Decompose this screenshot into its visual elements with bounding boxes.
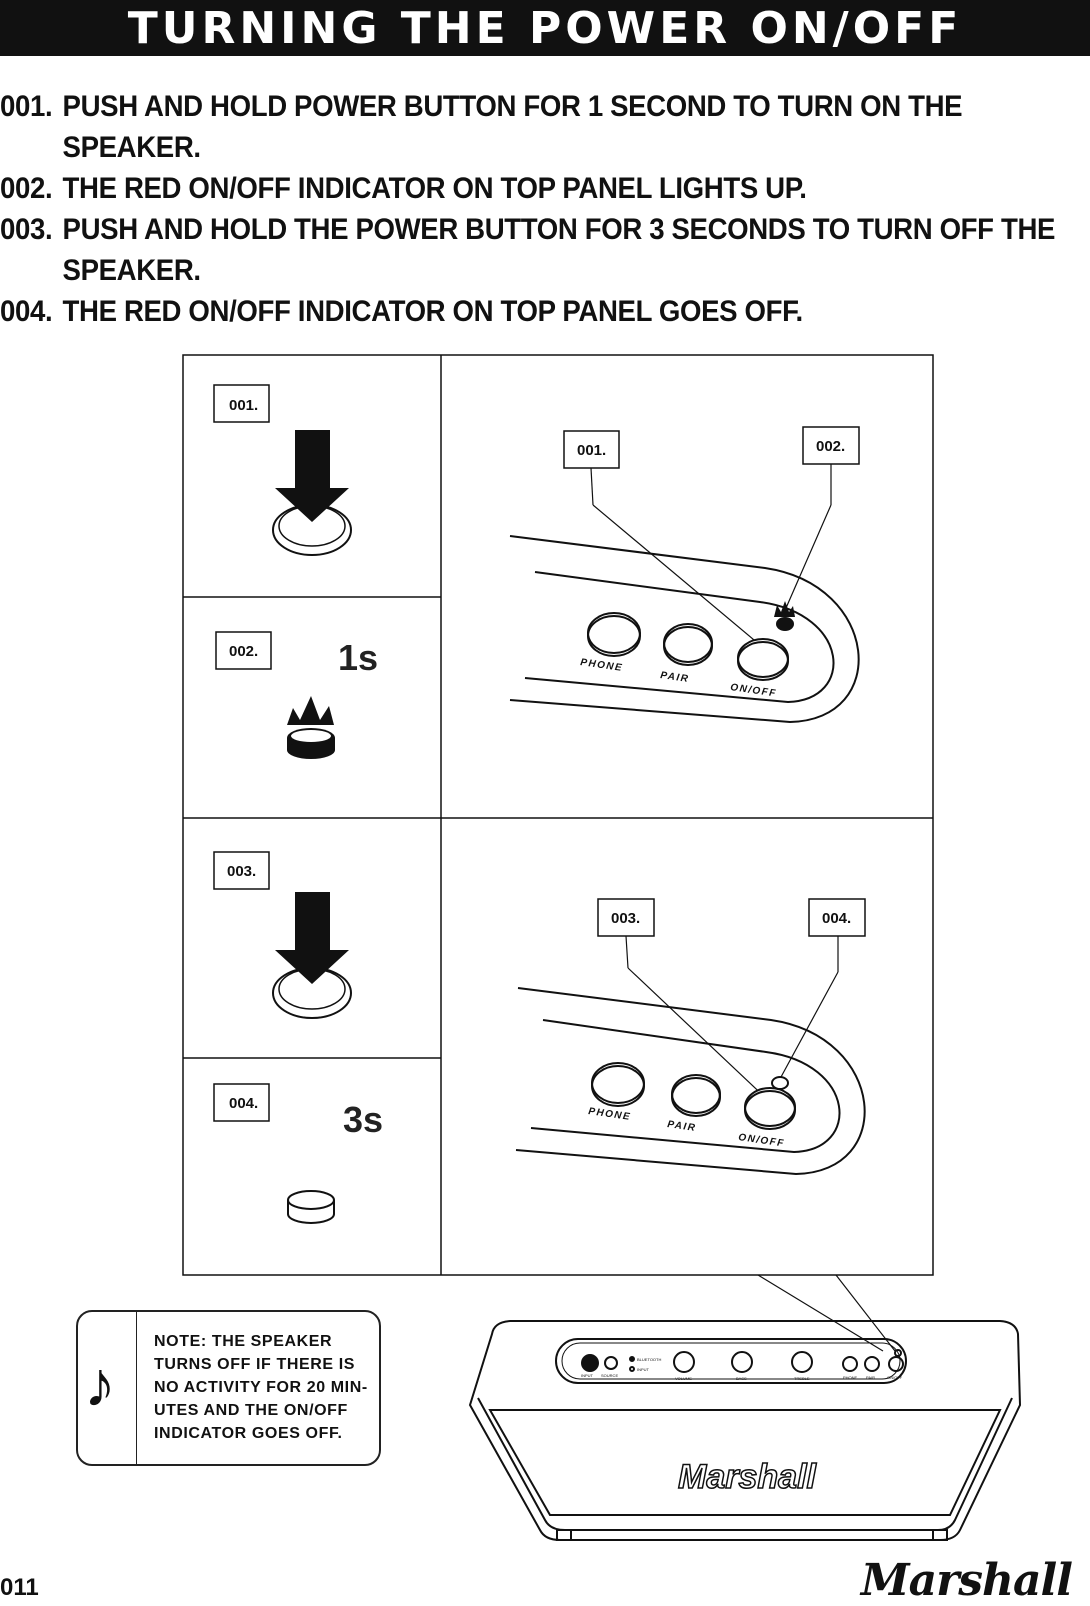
step-number: 001. xyxy=(0,90,53,123)
brand-logo: Marshall xyxy=(860,1555,1073,1606)
step-text: PUSH AND HOLD POWER BUTTON FOR 1 SECOND … xyxy=(62,90,963,164)
svg-text:TREBLE: TREBLE xyxy=(794,1376,810,1381)
music-note-icon: ♪ xyxy=(84,1348,116,1420)
page-title: TURNING THE POWER ON/OFF xyxy=(127,2,963,54)
callout-boxes-bottom: 003. 004. xyxy=(597,898,866,937)
title-bar: TURNING THE POWER ON/OFF xyxy=(0,0,1090,56)
svg-text:PAIR: PAIR xyxy=(866,1375,875,1380)
callout-003: 003. xyxy=(611,910,640,927)
step-item: 002. THE RED ON/OFF INDICATOR ON TOP PAN… xyxy=(0,168,1076,209)
callout-001: 001. xyxy=(577,442,606,459)
svg-text:SOURCE: SOURCE xyxy=(601,1373,618,1378)
leader-lines-bottom xyxy=(625,935,839,1104)
top-panel-drawing-on xyxy=(509,535,860,724)
note-box: ♪ NOTE: THE SPEAKER TURNS OFF IF THERE I… xyxy=(76,1310,381,1466)
svg-text:BLUETOOTH: BLUETOOTH xyxy=(637,1357,661,1362)
speaker-logo: Marshall xyxy=(678,1458,817,1496)
callout-002: 002. xyxy=(816,438,845,455)
speaker-illustration xyxy=(468,1320,1022,1541)
duration-3s: 3s xyxy=(343,1099,383,1140)
unlit-indicator-icon xyxy=(287,1190,335,1224)
top-panel-drawing-off xyxy=(515,987,866,1176)
panel-grid xyxy=(182,354,934,1276)
pair-label: PAIR xyxy=(667,1119,697,1134)
page-number: 011 xyxy=(0,1574,39,1601)
step-item: 001. PUSH AND HOLD POWER BUTTON FOR 1 SE… xyxy=(0,86,1076,168)
lit-indicator-icon xyxy=(287,696,335,759)
step-number: 004. xyxy=(0,295,53,328)
steps-list: 001. PUSH AND HOLD POWER BUTTON FOR 1 SE… xyxy=(0,86,1080,332)
phone-label: PHONE xyxy=(588,1106,632,1123)
svg-text:BASS: BASS xyxy=(736,1376,747,1381)
label-001: 001. xyxy=(229,397,258,414)
press-button-icon xyxy=(272,430,352,556)
callout-boxes-top: 001. 002. xyxy=(563,426,860,469)
pair-label: PAIR xyxy=(660,670,690,685)
step-text: PUSH AND HOLD THE POWER BUTTON FOR 3 SEC… xyxy=(62,213,1056,287)
step-number: 002. xyxy=(0,172,53,205)
step-number: 003. xyxy=(0,213,53,246)
step-item: 003. PUSH AND HOLD THE POWER BUTTON FOR … xyxy=(0,209,1076,291)
step-text: THE RED ON/OFF INDICATOR ON TOP PANEL LI… xyxy=(62,172,807,205)
label-003: 003. xyxy=(227,863,256,880)
press-button-icon-off xyxy=(272,892,352,1019)
step-item: 004. THE RED ON/OFF INDICATOR ON TOP PAN… xyxy=(0,291,1076,332)
note-text: NOTE: THE SPEAKER TURNS OFF IF THERE IS … xyxy=(154,1333,368,1442)
duration-1s: 1s xyxy=(338,637,378,678)
left-step-labels: 001. 002. 003. 004. xyxy=(213,384,272,1122)
svg-text:ON/OFF: ON/OFF xyxy=(887,1375,903,1380)
label-002: 002. xyxy=(229,643,258,660)
leader-lines-top xyxy=(590,464,832,651)
label-004: 004. xyxy=(229,1095,258,1112)
svg-text:PHONE: PHONE xyxy=(843,1375,858,1380)
note-divider xyxy=(136,1312,137,1464)
svg-text:INPUT: INPUT xyxy=(581,1373,594,1378)
led-lit-icon xyxy=(774,601,795,631)
step-text: THE RED ON/OFF INDICATOR ON TOP PANEL GO… xyxy=(62,295,804,328)
speaker-panel-labels: INPUT SOURCE BLUETOOTH INPUT VOLUME BASS… xyxy=(581,1357,903,1381)
callout-004: 004. xyxy=(822,910,851,927)
svg-text:VOLUME: VOLUME xyxy=(675,1376,692,1381)
svg-text:INPUT: INPUT xyxy=(637,1367,650,1372)
phone-label: PHONE xyxy=(580,657,624,674)
